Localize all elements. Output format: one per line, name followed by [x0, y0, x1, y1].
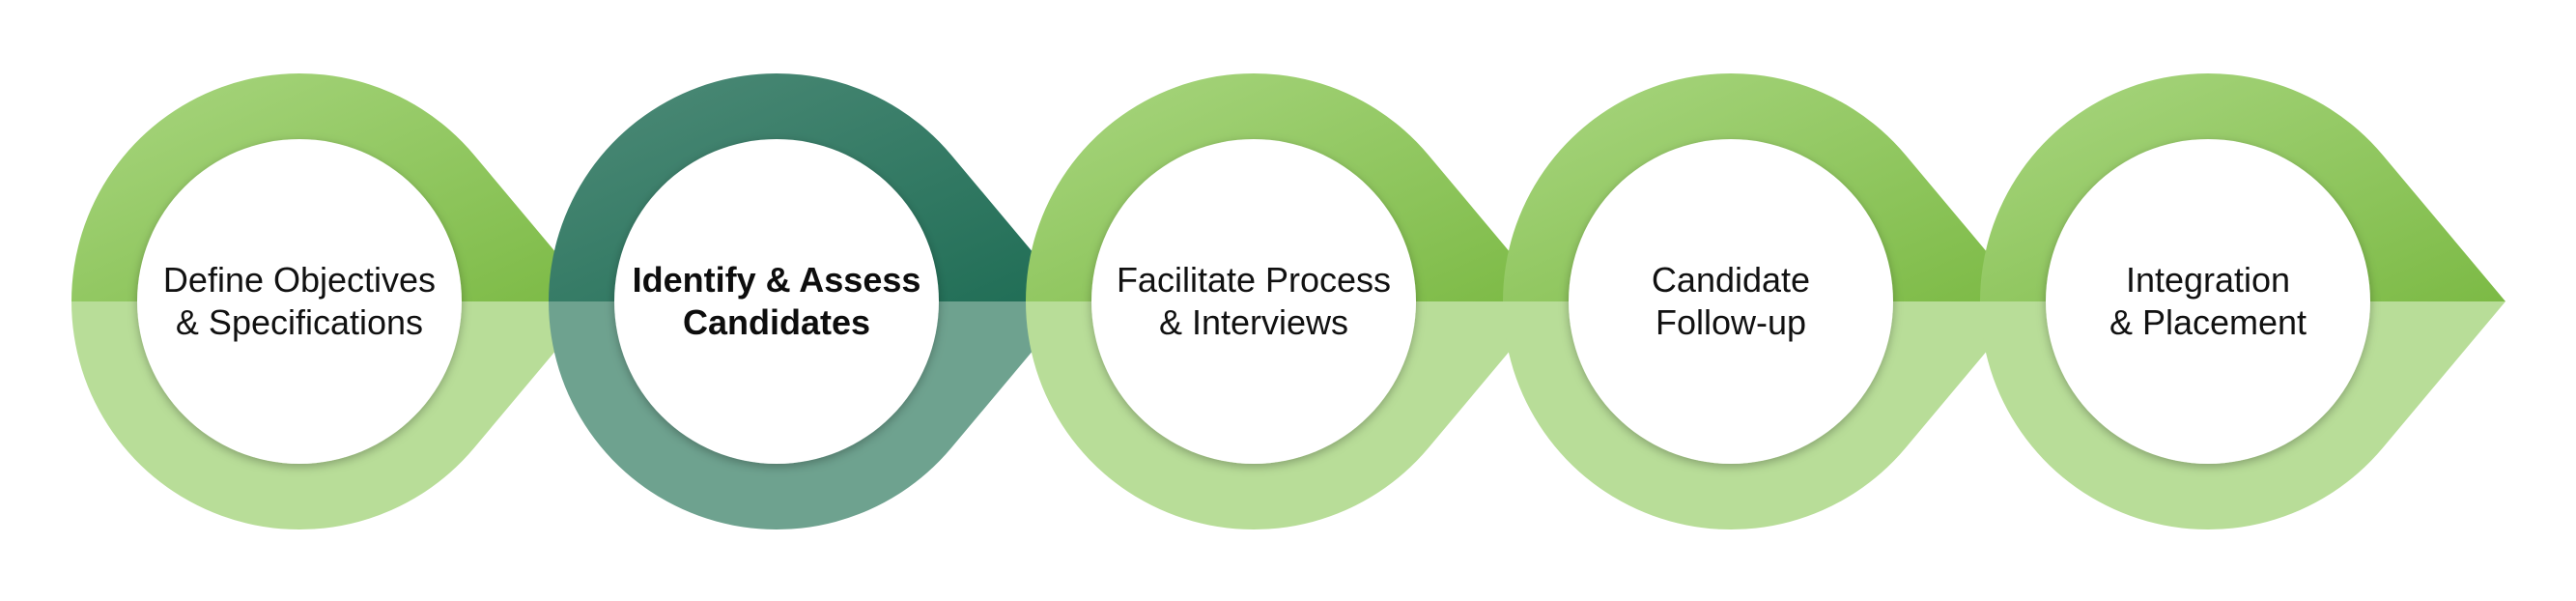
step-inner-circle: [2046, 139, 2370, 464]
step-inner-circle: [1091, 139, 1416, 464]
step-label: & Specifications: [176, 302, 423, 342]
step-inner-circle: [137, 139, 462, 464]
steps-layer: Define Objectives& SpecificationsIdentif…: [71, 72, 2505, 530]
process-step: Facilitate Process& Interviews: [1026, 72, 1551, 530]
step-label: & Interviews: [1159, 302, 1348, 342]
step-label: Follow-up: [1656, 302, 1806, 342]
step-inner-circle: [1569, 139, 1893, 464]
step-label: Candidate: [1652, 260, 1810, 300]
process-step: Define Objectives& Specifications: [71, 72, 597, 530]
step-label: & Placement: [2109, 302, 2307, 342]
step-inner-circle: [614, 139, 939, 464]
step-label: Identify & Assess: [633, 260, 921, 300]
process-step: Integration& Placement: [1980, 73, 2505, 529]
step-label: Candidates: [683, 302, 870, 342]
step-label: Integration: [2126, 260, 2290, 300]
step-label: Define Objectives: [163, 260, 436, 300]
step-label: Facilitate Process: [1117, 260, 1391, 300]
